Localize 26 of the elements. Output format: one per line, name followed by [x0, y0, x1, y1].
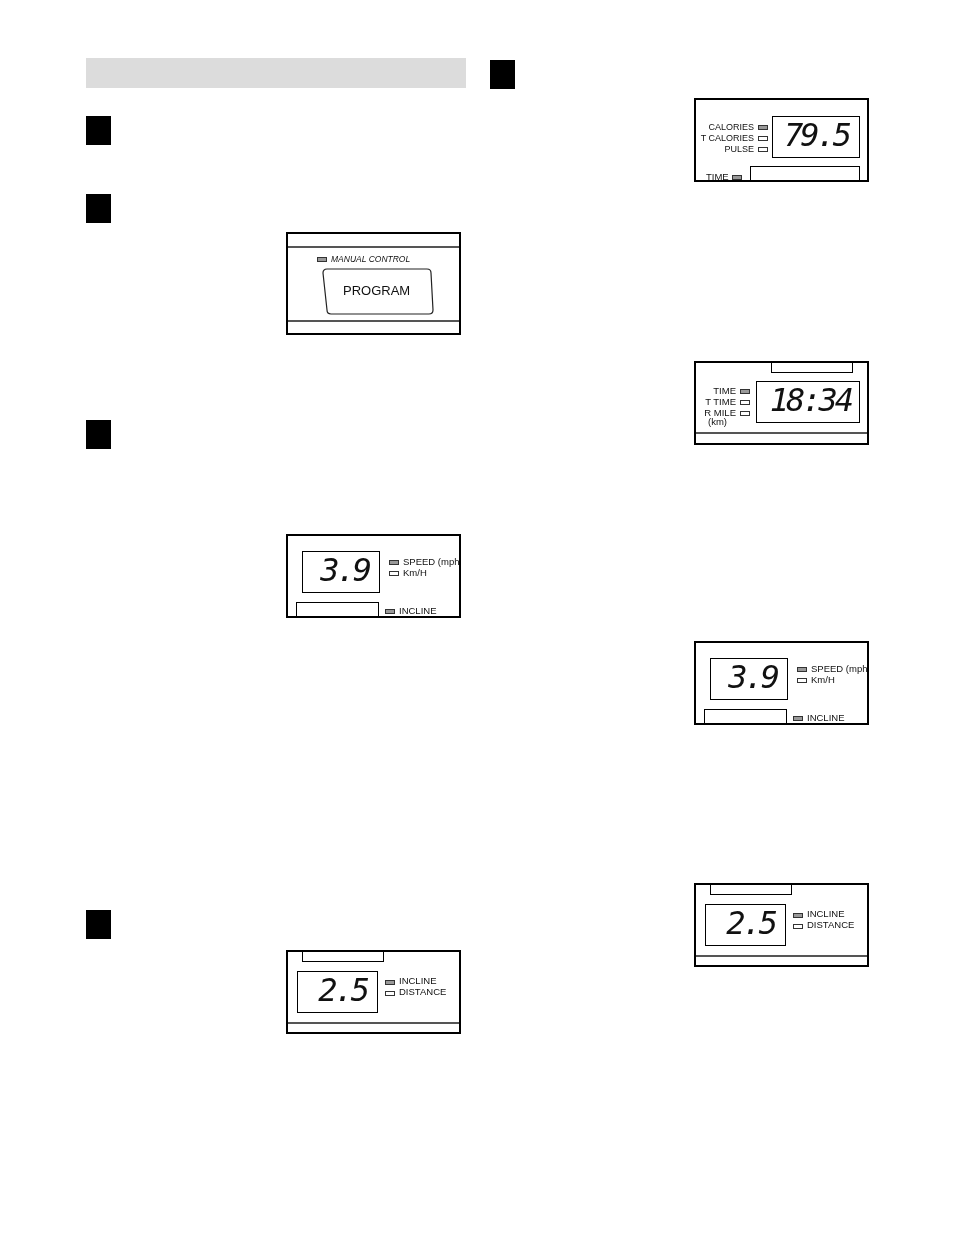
indicator-label: INCLINE [399, 606, 437, 616]
digit-readout: 2.5 [726, 905, 775, 941]
indicator-label: INCLINE [399, 976, 437, 986]
indicator-label: INCLINE [807, 909, 845, 919]
digit-readout: 3.9 [320, 552, 369, 588]
indicator-label: MANUAL CONTROL [331, 254, 411, 264]
digit-readout: 2.5 [318, 972, 367, 1008]
indicator-label: INCLINE [807, 713, 845, 723]
indicator-label: CALORIES [708, 122, 754, 132]
indicator-label: SPEED (mph [403, 557, 459, 567]
indicator-label: Km/H [811, 675, 835, 685]
button-label: PROGRAM [343, 284, 411, 298]
indicator-label: Km/H [403, 568, 427, 578]
digit-readout: 3.9 [728, 659, 777, 695]
indicator-label: TIME [706, 172, 729, 180]
digit-readout: 18:34 [769, 382, 851, 418]
indicator-label: T TIME [705, 397, 736, 407]
indicator-label: R MILE [704, 408, 736, 418]
indicator-label: T CALORIES [700, 133, 754, 143]
indicator-label: DISTANCE [807, 920, 855, 930]
indicator-label: TIME [713, 386, 736, 396]
indicator-label: SPEED (mph [811, 664, 867, 674]
digit-readout: 79.5 [783, 117, 849, 153]
indicator-label: (km) [708, 417, 727, 427]
indicator-label: PULSE [724, 144, 754, 154]
indicator-label: DISTANCE [399, 987, 447, 997]
